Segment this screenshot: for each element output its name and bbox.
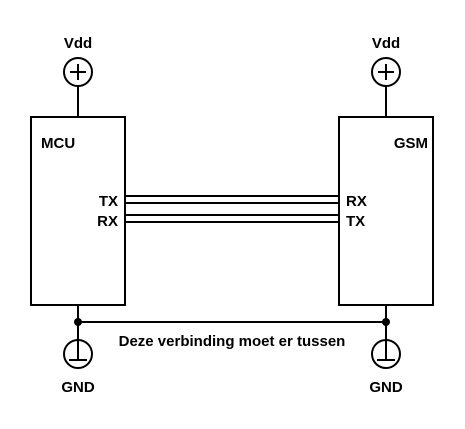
ground-note: Deze verbinding moet er tussen [119,333,346,350]
gsm-tx-pin: TX [346,213,365,230]
mcu-rx-pin: RX [97,213,118,230]
mcu-label: MCU [41,135,75,152]
junction-dot-right [382,318,390,326]
gsm-block [338,116,434,306]
mcu-tx-pin: TX [99,193,118,210]
gsm-label: GSM [394,135,428,152]
gsm-rx-pin: RX [346,193,367,210]
mcu-block [30,116,126,306]
gnd-left-label: GND [61,379,95,396]
junction-dot-left [74,318,82,326]
vdd-left-label: Vdd [64,35,92,52]
gnd-right-label: GND [369,379,403,396]
vdd-right-label: Vdd [372,35,400,52]
